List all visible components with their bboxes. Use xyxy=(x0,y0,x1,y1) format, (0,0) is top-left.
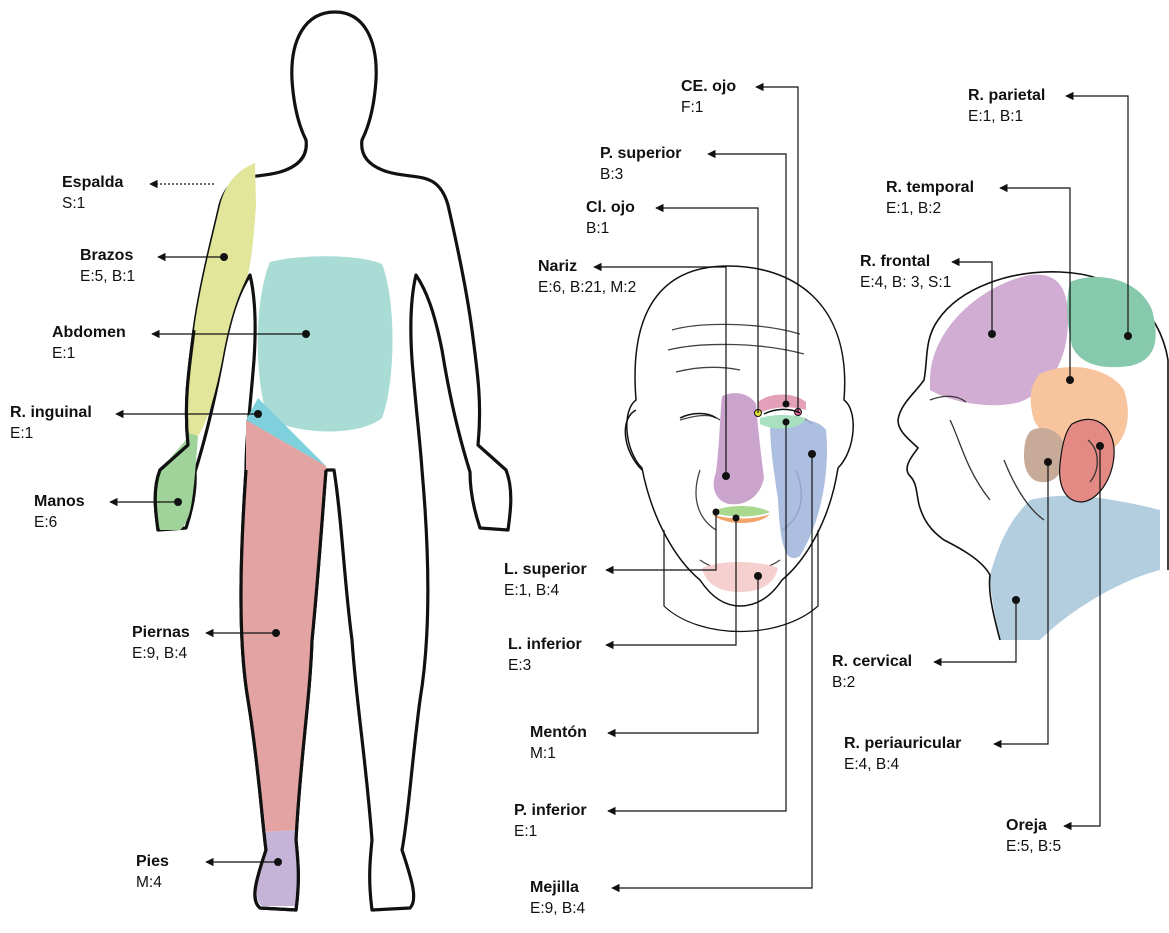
label-oreja: Oreja E:5, B:5 xyxy=(1006,815,1061,857)
label-values: B:3 xyxy=(600,164,682,185)
label-values: E:1, B:2 xyxy=(886,198,974,219)
dot-menton xyxy=(754,572,762,580)
label-name: Espalda xyxy=(62,172,123,193)
ear-region xyxy=(1060,419,1115,502)
label-nariz: Nariz E:6, B:21, M:2 xyxy=(538,256,636,298)
label-name: L. superior xyxy=(504,559,587,580)
label-values: E:3 xyxy=(508,655,582,676)
hand-region xyxy=(155,432,198,530)
label-name: R. temporal xyxy=(886,177,974,198)
label-name: Mentón xyxy=(530,722,587,743)
arm-region xyxy=(186,163,256,436)
label-values: E:6, B:21, M:2 xyxy=(538,277,636,298)
dot-brazos xyxy=(220,253,228,261)
label-values: E:6 xyxy=(34,512,85,533)
label-values: E:9, B:4 xyxy=(530,898,585,919)
label-cl-ojo: Cl. ojo B:1 xyxy=(586,197,635,239)
label-values: E:9, B:4 xyxy=(132,643,190,664)
periauricular-region xyxy=(1024,428,1064,482)
label-values: E:5, B:5 xyxy=(1006,836,1061,857)
label-name: P. superior xyxy=(600,143,682,164)
label-name: Pies xyxy=(136,851,169,872)
label-name: Nariz xyxy=(538,256,636,277)
abdomen-region xyxy=(258,256,393,431)
label-manos: Manos E:6 xyxy=(34,491,85,533)
label-cervical: R. cervical B:2 xyxy=(832,651,912,693)
label-values: E:1, B:4 xyxy=(504,580,587,601)
label-values: M:4 xyxy=(136,872,169,893)
label-name: R. cervical xyxy=(832,651,912,672)
dot-mejilla xyxy=(808,450,816,458)
label-ce-ojo: CE. ojo F:1 xyxy=(681,76,736,118)
label-values: M:1 xyxy=(530,743,587,764)
label-name: Manos xyxy=(34,491,85,512)
label-values: B:2 xyxy=(832,672,912,693)
label-values: B:1 xyxy=(586,218,635,239)
foot-region xyxy=(257,830,299,906)
label-inguinal: R. inguinal E:1 xyxy=(10,402,92,444)
label-name: R. parietal xyxy=(968,85,1045,106)
dot-abdomen xyxy=(302,330,310,338)
label-values: E:1 xyxy=(10,423,92,444)
parietal-region xyxy=(1067,277,1155,367)
dot-nariz xyxy=(722,472,730,480)
dot-l-superior xyxy=(713,509,720,516)
label-name: R. inguinal xyxy=(10,402,92,423)
face-figure xyxy=(625,266,853,632)
label-mejilla: Mejilla E:9, B:4 xyxy=(530,877,585,919)
label-values: E:1 xyxy=(514,821,587,842)
label-temporal: R. temporal E:1, B:2 xyxy=(886,177,974,219)
label-espalda: Espalda S:1 xyxy=(62,172,123,214)
label-values: E:4, B:4 xyxy=(844,754,961,775)
dot-p-superior xyxy=(783,401,790,408)
label-name: Abdomen xyxy=(52,322,126,343)
body-outline xyxy=(155,12,511,910)
dot-periauricular xyxy=(1044,458,1052,466)
dot-oreja xyxy=(1096,442,1104,450)
label-name: Brazos xyxy=(80,245,135,266)
label-values: E:1, B:1 xyxy=(968,106,1045,127)
label-l-superior: L. superior E:1, B:4 xyxy=(504,559,587,601)
dot-temporal xyxy=(1066,376,1074,384)
label-frontal: R. frontal E:4, B: 3, S:1 xyxy=(860,251,951,293)
dot-cervical xyxy=(1012,596,1020,604)
label-l-inferior: L. inferior E:3 xyxy=(508,634,582,676)
label-menton: Mentón M:1 xyxy=(530,722,587,764)
label-pies: Pies M:4 xyxy=(136,851,169,893)
label-name: R. periauricular xyxy=(844,733,961,754)
label-values: E:1 xyxy=(52,343,126,364)
label-name: Mejilla xyxy=(530,877,585,898)
dot-pies xyxy=(274,858,282,866)
dot-piernas xyxy=(272,629,280,637)
dot-parietal xyxy=(1124,332,1132,340)
label-name: Cl. ojo xyxy=(586,197,635,218)
label-abdomen: Abdomen E:1 xyxy=(52,322,126,364)
dot-l-inferior xyxy=(733,515,740,522)
dot-frontal xyxy=(988,330,996,338)
label-periauricular: R. periauricular E:4, B:4 xyxy=(844,733,961,775)
body-figure xyxy=(155,12,511,910)
label-values: F:1 xyxy=(681,97,736,118)
dot-manos xyxy=(174,498,182,506)
label-name: L. inferior xyxy=(508,634,582,655)
label-p-inferior: P. inferior E:1 xyxy=(514,800,587,842)
label-name: Oreja xyxy=(1006,815,1061,836)
label-values: S:1 xyxy=(62,193,123,214)
label-name: R. frontal xyxy=(860,251,951,272)
dot-inguinal xyxy=(254,410,262,418)
label-brazos: Brazos E:5, B:1 xyxy=(80,245,135,287)
label-p-superior: P. superior B:3 xyxy=(600,143,682,185)
label-values: E:4, B: 3, S:1 xyxy=(860,272,951,293)
label-parietal: R. parietal E:1, B:1 xyxy=(968,85,1045,127)
label-name: P. inferior xyxy=(514,800,587,821)
label-name: CE. ojo xyxy=(681,76,736,97)
dot-p-inferior xyxy=(783,419,790,426)
label-values: E:5, B:1 xyxy=(80,266,135,287)
label-name: Piernas xyxy=(132,622,190,643)
label-piernas: Piernas E:9, B:4 xyxy=(132,622,190,664)
